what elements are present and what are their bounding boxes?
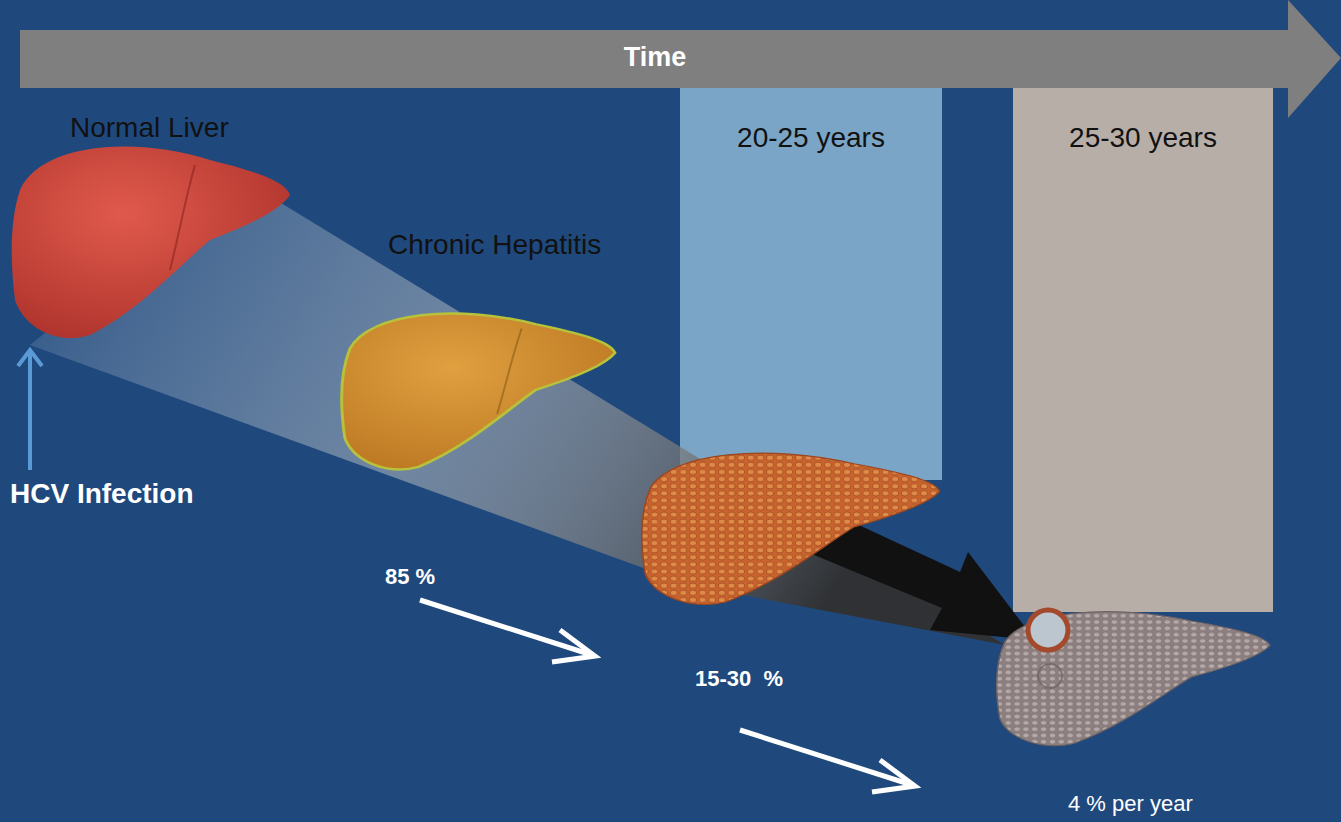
time-band: 20-25 years: [680, 88, 942, 480]
rate-label: 4 % per year: [1068, 791, 1193, 817]
band-label: 25-30 years: [1069, 122, 1217, 154]
time-axis: Time: [20, 30, 1290, 88]
band-label: 20-25 years: [737, 122, 885, 154]
event-label: HCV Infection: [10, 478, 194, 510]
stage-label: Chronic Hepatitis: [388, 229, 601, 261]
band-label: Time: [624, 42, 687, 73]
percent-label: 15-30 %: [695, 666, 783, 692]
time-band: 25-30 years: [1013, 88, 1273, 612]
percent-label: 85 %: [385, 564, 435, 590]
stage-label: Normal Liver: [70, 112, 229, 144]
